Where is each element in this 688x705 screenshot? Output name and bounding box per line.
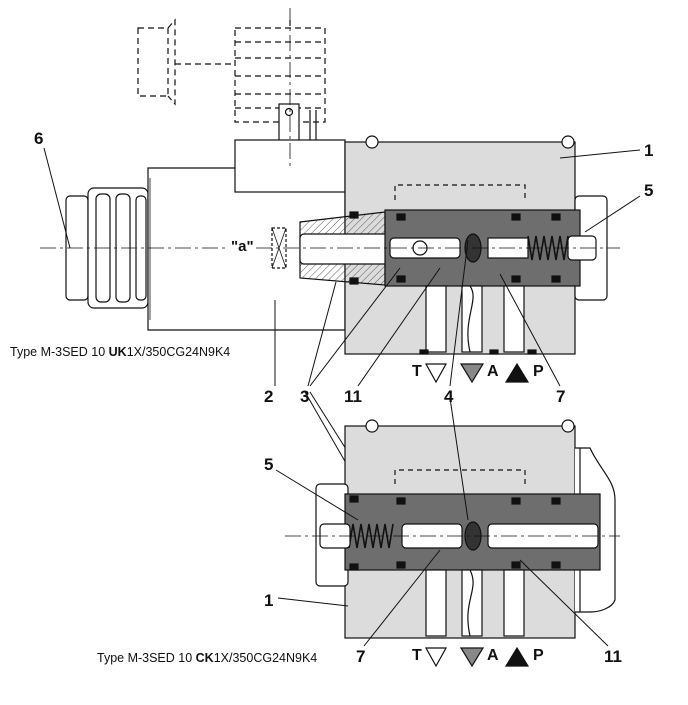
port-p-symbol [504,362,530,383]
callout-5-bottom: 5 [264,455,274,474]
port-a-label-bottom: A [487,647,499,664]
port-t-symbol [424,363,448,384]
top-valve [40,8,620,355]
callout-7-bottom: 7 [356,647,366,666]
port-p-label-bottom: P [533,647,544,664]
top-type-caption: Type M-3SED 10 UK1X/350CG24N9K4 [10,345,231,359]
callout-7-top: 7 [556,387,566,406]
callout-11-top: 11 [344,387,362,406]
port-a-symbol-bottom [459,647,485,668]
bottom-valve [285,419,620,639]
callout-6: 6 [34,129,44,148]
callout-1-top: 1 [644,141,654,160]
spring-bottom [344,523,394,549]
port-p-label: P [533,363,544,380]
spring-top [527,235,569,261]
port-t-label-bottom: T [412,647,422,664]
connector-plug [137,18,326,140]
port-a-label: A [487,363,499,380]
solenoid-a-label: "a" [229,238,256,255]
callout-3: 3 [300,387,310,406]
bottom-leader-lines [275,397,609,647]
bottom-port-symbols [424,646,530,668]
callout-4: 4 [444,387,454,406]
callout-5-top: 5 [644,181,654,200]
callout-1-bottom: 1 [264,591,274,610]
port-t-symbol-bottom [424,647,448,668]
callout-11-bottom: 11 [604,647,622,666]
bottom-type-caption: Type M-3SED 10 CK1X/350CG24N9K4 [97,651,318,665]
top-port-symbols [424,362,530,384]
port-t-label: T [412,363,422,380]
callout-2: 2 [264,387,274,406]
port-a-symbol [459,363,485,384]
port-p-symbol-bottom [504,646,530,667]
